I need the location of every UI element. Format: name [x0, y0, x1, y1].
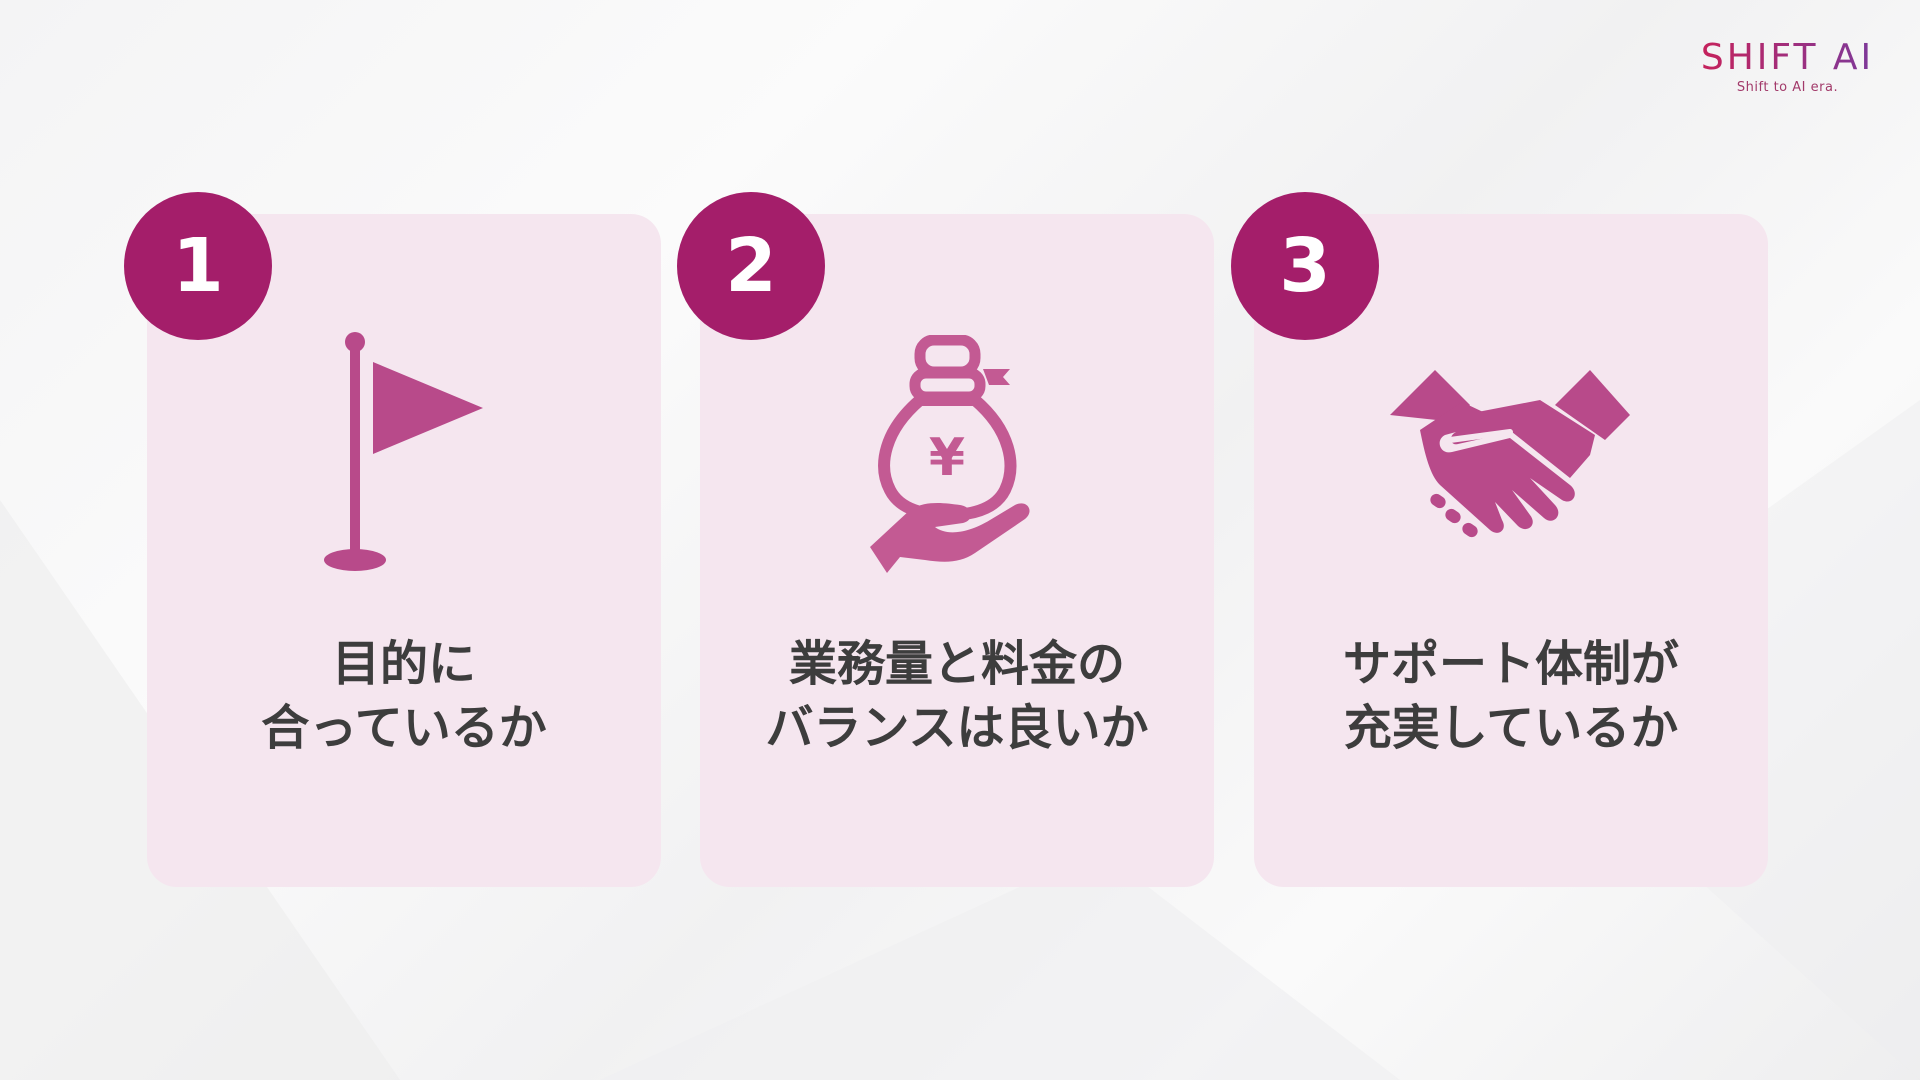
logo-tagline: Shift to AI era.	[1736, 80, 1839, 95]
card-3-label: サポート体制が 充実しているか	[1342, 636, 1679, 756]
number-badge-3: 3	[1231, 192, 1379, 340]
money-bag-hand-icon: ¥	[870, 335, 1030, 573]
handshake-icon	[1390, 370, 1630, 538]
svg-text:¥: ¥	[929, 428, 965, 488]
number-badge-1: 1	[124, 192, 272, 340]
card-1-label: 目的に 合っているか	[261, 636, 547, 756]
card-2-label: 業務量と料金の バランスは良いか	[765, 636, 1149, 756]
logo-wordmark: SHIFT AI	[1695, 38, 1880, 78]
number-badge-2: 2	[677, 192, 825, 340]
flag-icon	[324, 332, 483, 571]
shift-ai-logo: SHIFT AI Shift to AI era.	[1695, 38, 1880, 96]
